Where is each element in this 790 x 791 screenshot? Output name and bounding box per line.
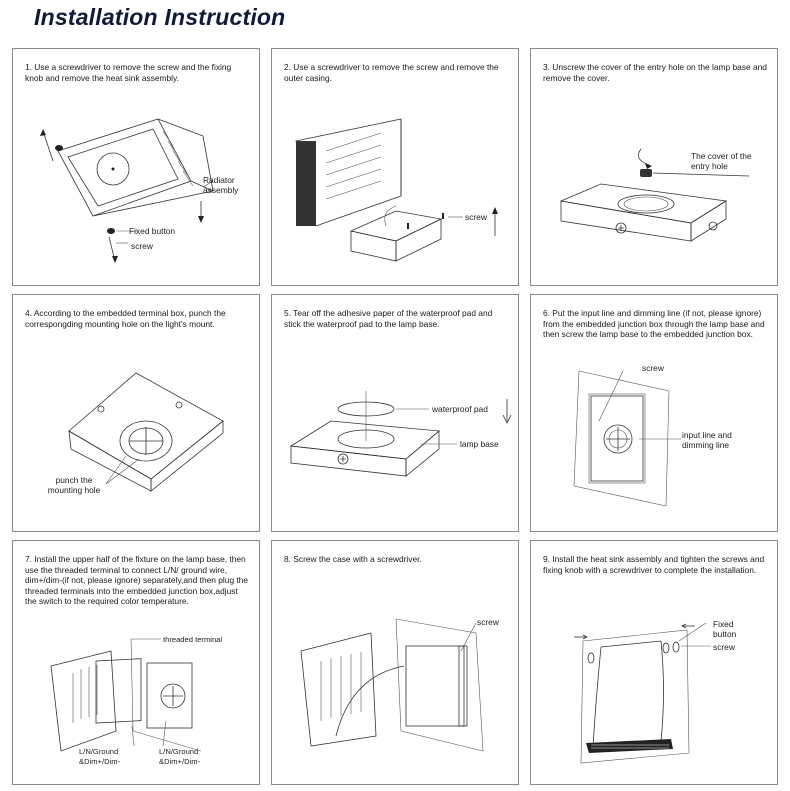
input-dimming-line-label: input line and dimming line (682, 430, 732, 450)
screw-label: screw (642, 363, 664, 373)
step-6-text: 6. Put the input line and dimming line (… (543, 308, 765, 340)
threaded-terminal-label: threaded terminal (163, 635, 223, 644)
waterproof-pad-label: waterproof pad (432, 404, 488, 414)
entry-hole-cover-label: The cover of the entry hole (691, 151, 752, 171)
step-2-text: 2. Use a screwdriver to remove the screw… (284, 62, 499, 83)
step-6-panel: 6. Put the input line and dimming line (… (530, 294, 778, 532)
waterproof-pad-illustration (289, 391, 512, 477)
step-7-text: 7. Install the upper half of the fixture… (25, 554, 249, 607)
terminal-wires-right-label: L/N/Ground &Dim+/Dim- (159, 747, 201, 766)
step-4-panel: 4. According to the embedded terminal bo… (12, 294, 260, 532)
junction-box-wiring-illustration (573, 370, 681, 507)
screw-label: screw (465, 212, 487, 222)
screw-label: screw (477, 617, 499, 627)
entry-hole-cover-illustration (559, 148, 750, 242)
step-1-text: 1. Use a screwdriver to remove the screw… (25, 62, 232, 83)
step-3-text: 3. Unscrew the cover of the entry hole o… (543, 62, 767, 83)
threaded-terminal-illustration (50, 638, 202, 752)
lamp-base-label: lamp base (460, 439, 499, 449)
step-9-panel: 9. Install the heat sink assembly and ti… (530, 540, 778, 785)
step-9-text: 9. Install the heat sink assembly and ti… (543, 554, 765, 575)
step-1-panel: 1. Use a screwdriver to remove the screw… (12, 48, 260, 286)
heat-sink-install-illustration (574, 622, 711, 764)
punch-mounting-hole-label: punch the mounting hole (47, 475, 101, 495)
fixed-button-label: Fixed button (713, 619, 737, 639)
step-3-panel: 3. Unscrew the cover of the entry hole o… (530, 48, 778, 286)
step-5-text: 5. Tear off the adhesive paper of the wa… (284, 308, 493, 329)
step-5-panel: 5. Tear off the adhesive paper of the wa… (271, 294, 519, 532)
mounting-hole-illustration (68, 372, 224, 492)
step-2-panel: 2. Use a screwdriver to remove the screw… (271, 48, 519, 286)
step-4-text: 4. According to the embedded terminal bo… (25, 308, 226, 329)
screw-label: screw (131, 241, 153, 251)
step-8-panel: 8. Screw the case with a screwdriver. sc… (271, 540, 519, 785)
heat-sink-removal-illustration (40, 118, 214, 263)
outer-casing-removal-illustration (295, 118, 498, 262)
radiator-assembly-label: Radiator assembly (203, 175, 239, 195)
step-7-panel: 7. Install the upper half of the fixture… (12, 540, 260, 785)
case-screwing-illustration (300, 618, 484, 752)
screw-label: screw (713, 642, 735, 652)
terminal-wires-left-label: L/N/Ground &Dim+/Dim- (79, 747, 121, 766)
fixed-button-label: Fixed button (129, 226, 176, 236)
step-8-text: 8. Screw the case with a screwdriver. (284, 554, 422, 564)
page-title: Installation Instruction (34, 4, 286, 30)
